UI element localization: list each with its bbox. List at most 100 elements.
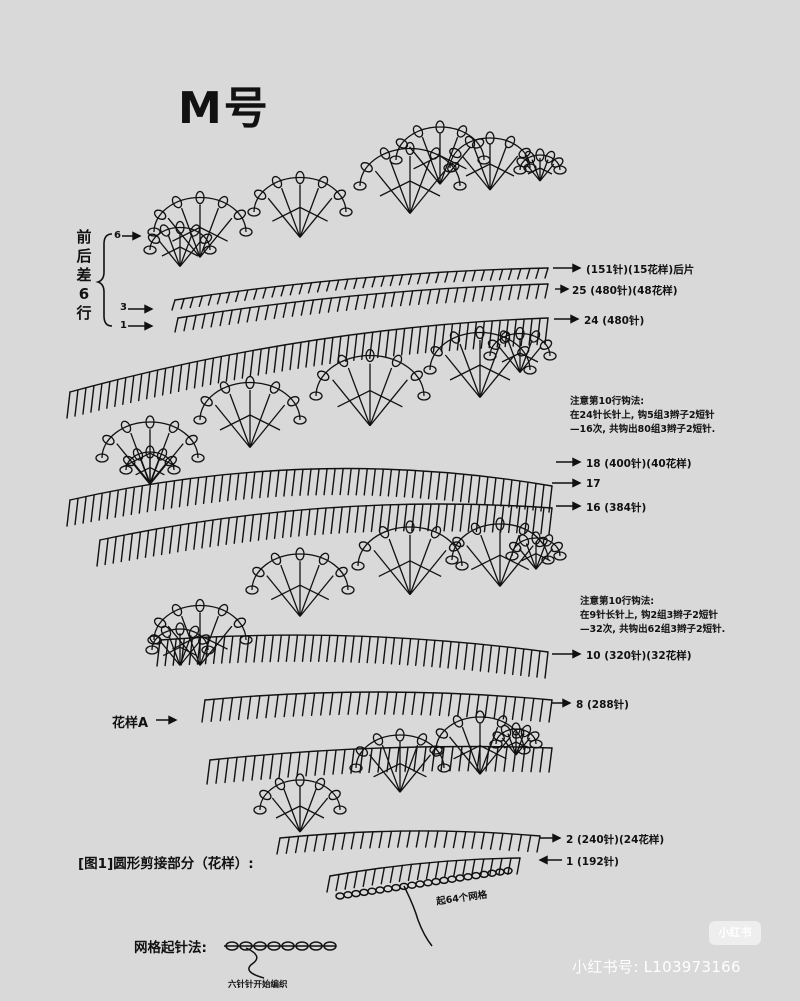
callout-row-17: 17 [586, 478, 601, 490]
stitch-mark [261, 635, 266, 663]
shell-petal [145, 645, 159, 655]
stitch-mark [305, 751, 310, 777]
shell-spoke [409, 146, 441, 185]
stitch-mark [366, 635, 371, 664]
stitch-mark [246, 307, 251, 323]
shell-petal [405, 520, 415, 534]
shell-spoke [444, 354, 481, 398]
front-back-difference-label: 前 后 差 6 行 [74, 228, 94, 323]
pattern-a-label: 花样A [112, 716, 149, 731]
shell-petal [269, 381, 281, 394]
shell-v [465, 163, 515, 177]
stitch-mark [481, 286, 486, 302]
stitch-mark [178, 479, 184, 508]
stitch-mark [471, 858, 476, 877]
shell-petal [171, 195, 183, 209]
callout-row-2: 2 (240针)(24花样) [566, 834, 665, 846]
row-line [174, 267, 549, 301]
stitch-mark [301, 692, 307, 717]
shell-petal [145, 415, 155, 429]
stitch-mark [489, 832, 495, 850]
stitch-mark [274, 694, 279, 718]
shell-petal [430, 526, 442, 539]
stitch-mark [322, 507, 327, 535]
shell-spoke [299, 797, 329, 833]
stitch-mark [516, 857, 521, 875]
stitch-mark [318, 298, 324, 314]
stitch-mark [138, 486, 144, 514]
note-line: —32次, 共钩出62组3辫子2短针. [580, 624, 726, 635]
stitch-mark [362, 869, 367, 888]
stitch-mark [237, 696, 243, 721]
stitch-mark [499, 285, 504, 301]
shell-petal [443, 163, 457, 173]
stitch-mark [185, 362, 191, 391]
chain-stitch [359, 888, 369, 897]
stitch-mark [298, 283, 304, 295]
stitch-mark [353, 277, 358, 290]
stitch-mark [521, 746, 526, 773]
stitch-mark [395, 469, 401, 498]
stitch-mark [455, 641, 460, 670]
shell-v [501, 352, 539, 363]
stitch-mark [290, 509, 295, 538]
shell-spoke [249, 404, 286, 448]
shell-petal [349, 763, 363, 773]
stitch-mark [397, 830, 402, 848]
row-tag-6: 6 [114, 230, 121, 241]
shell-arch [511, 537, 561, 557]
row-line [204, 691, 553, 701]
stitch-mark [180, 298, 185, 310]
shell-petal [553, 551, 567, 561]
stitch-mark [320, 692, 325, 716]
stitch-mark [399, 290, 405, 307]
chain-stitch [225, 941, 239, 951]
stitch-mark [463, 286, 468, 303]
shell-petal [193, 415, 207, 425]
stitch-mark [464, 322, 470, 351]
stitch-mark [341, 748, 346, 775]
stitch-mark [356, 691, 361, 715]
stitch-mark [395, 746, 400, 773]
shell-spoke [479, 343, 501, 398]
stitch-mark [283, 693, 288, 718]
chain-stitch [423, 879, 433, 887]
stitch-mark [492, 478, 497, 506]
shell-petal [355, 746, 369, 757]
stitch-mark [539, 698, 544, 723]
shell-spoke [299, 575, 334, 617]
stitch-mark [269, 753, 274, 780]
chain-stitch [487, 869, 497, 877]
shell-spoke [149, 462, 168, 484]
stitch-mark [540, 506, 545, 535]
stitch-mark [224, 757, 229, 784]
stitch-mark [137, 373, 143, 402]
stitch-mark [233, 352, 239, 381]
stitch-mark [427, 471, 433, 500]
stitch-mark [403, 504, 408, 532]
stitch-mark [246, 696, 252, 720]
stitch-mark [209, 519, 214, 548]
stitch-mark [462, 270, 467, 282]
chain-stitch [295, 941, 309, 951]
stitch-mark [517, 284, 522, 300]
shell-spoke [409, 159, 431, 214]
shell-petal [252, 566, 265, 578]
shell-v [503, 741, 529, 749]
callout-row-25: 25 (480针)(48花样) [572, 285, 678, 297]
stitch-mark [471, 270, 476, 282]
foundation-method-title: 网格起针法: [134, 940, 207, 956]
stitch-mark [489, 858, 494, 876]
shell-spoke [266, 575, 301, 617]
stitch-mark [354, 294, 360, 311]
shell-arch [151, 628, 209, 651]
stitch-mark [259, 470, 264, 499]
stitch-mark [517, 268, 522, 280]
shell-v [337, 389, 403, 408]
arrowhead [132, 231, 142, 241]
shell-petal [295, 170, 305, 185]
shell-petal [496, 715, 508, 728]
stitch-mark [432, 325, 438, 353]
stitch-mark [345, 295, 351, 311]
stitch-mark [404, 746, 409, 772]
